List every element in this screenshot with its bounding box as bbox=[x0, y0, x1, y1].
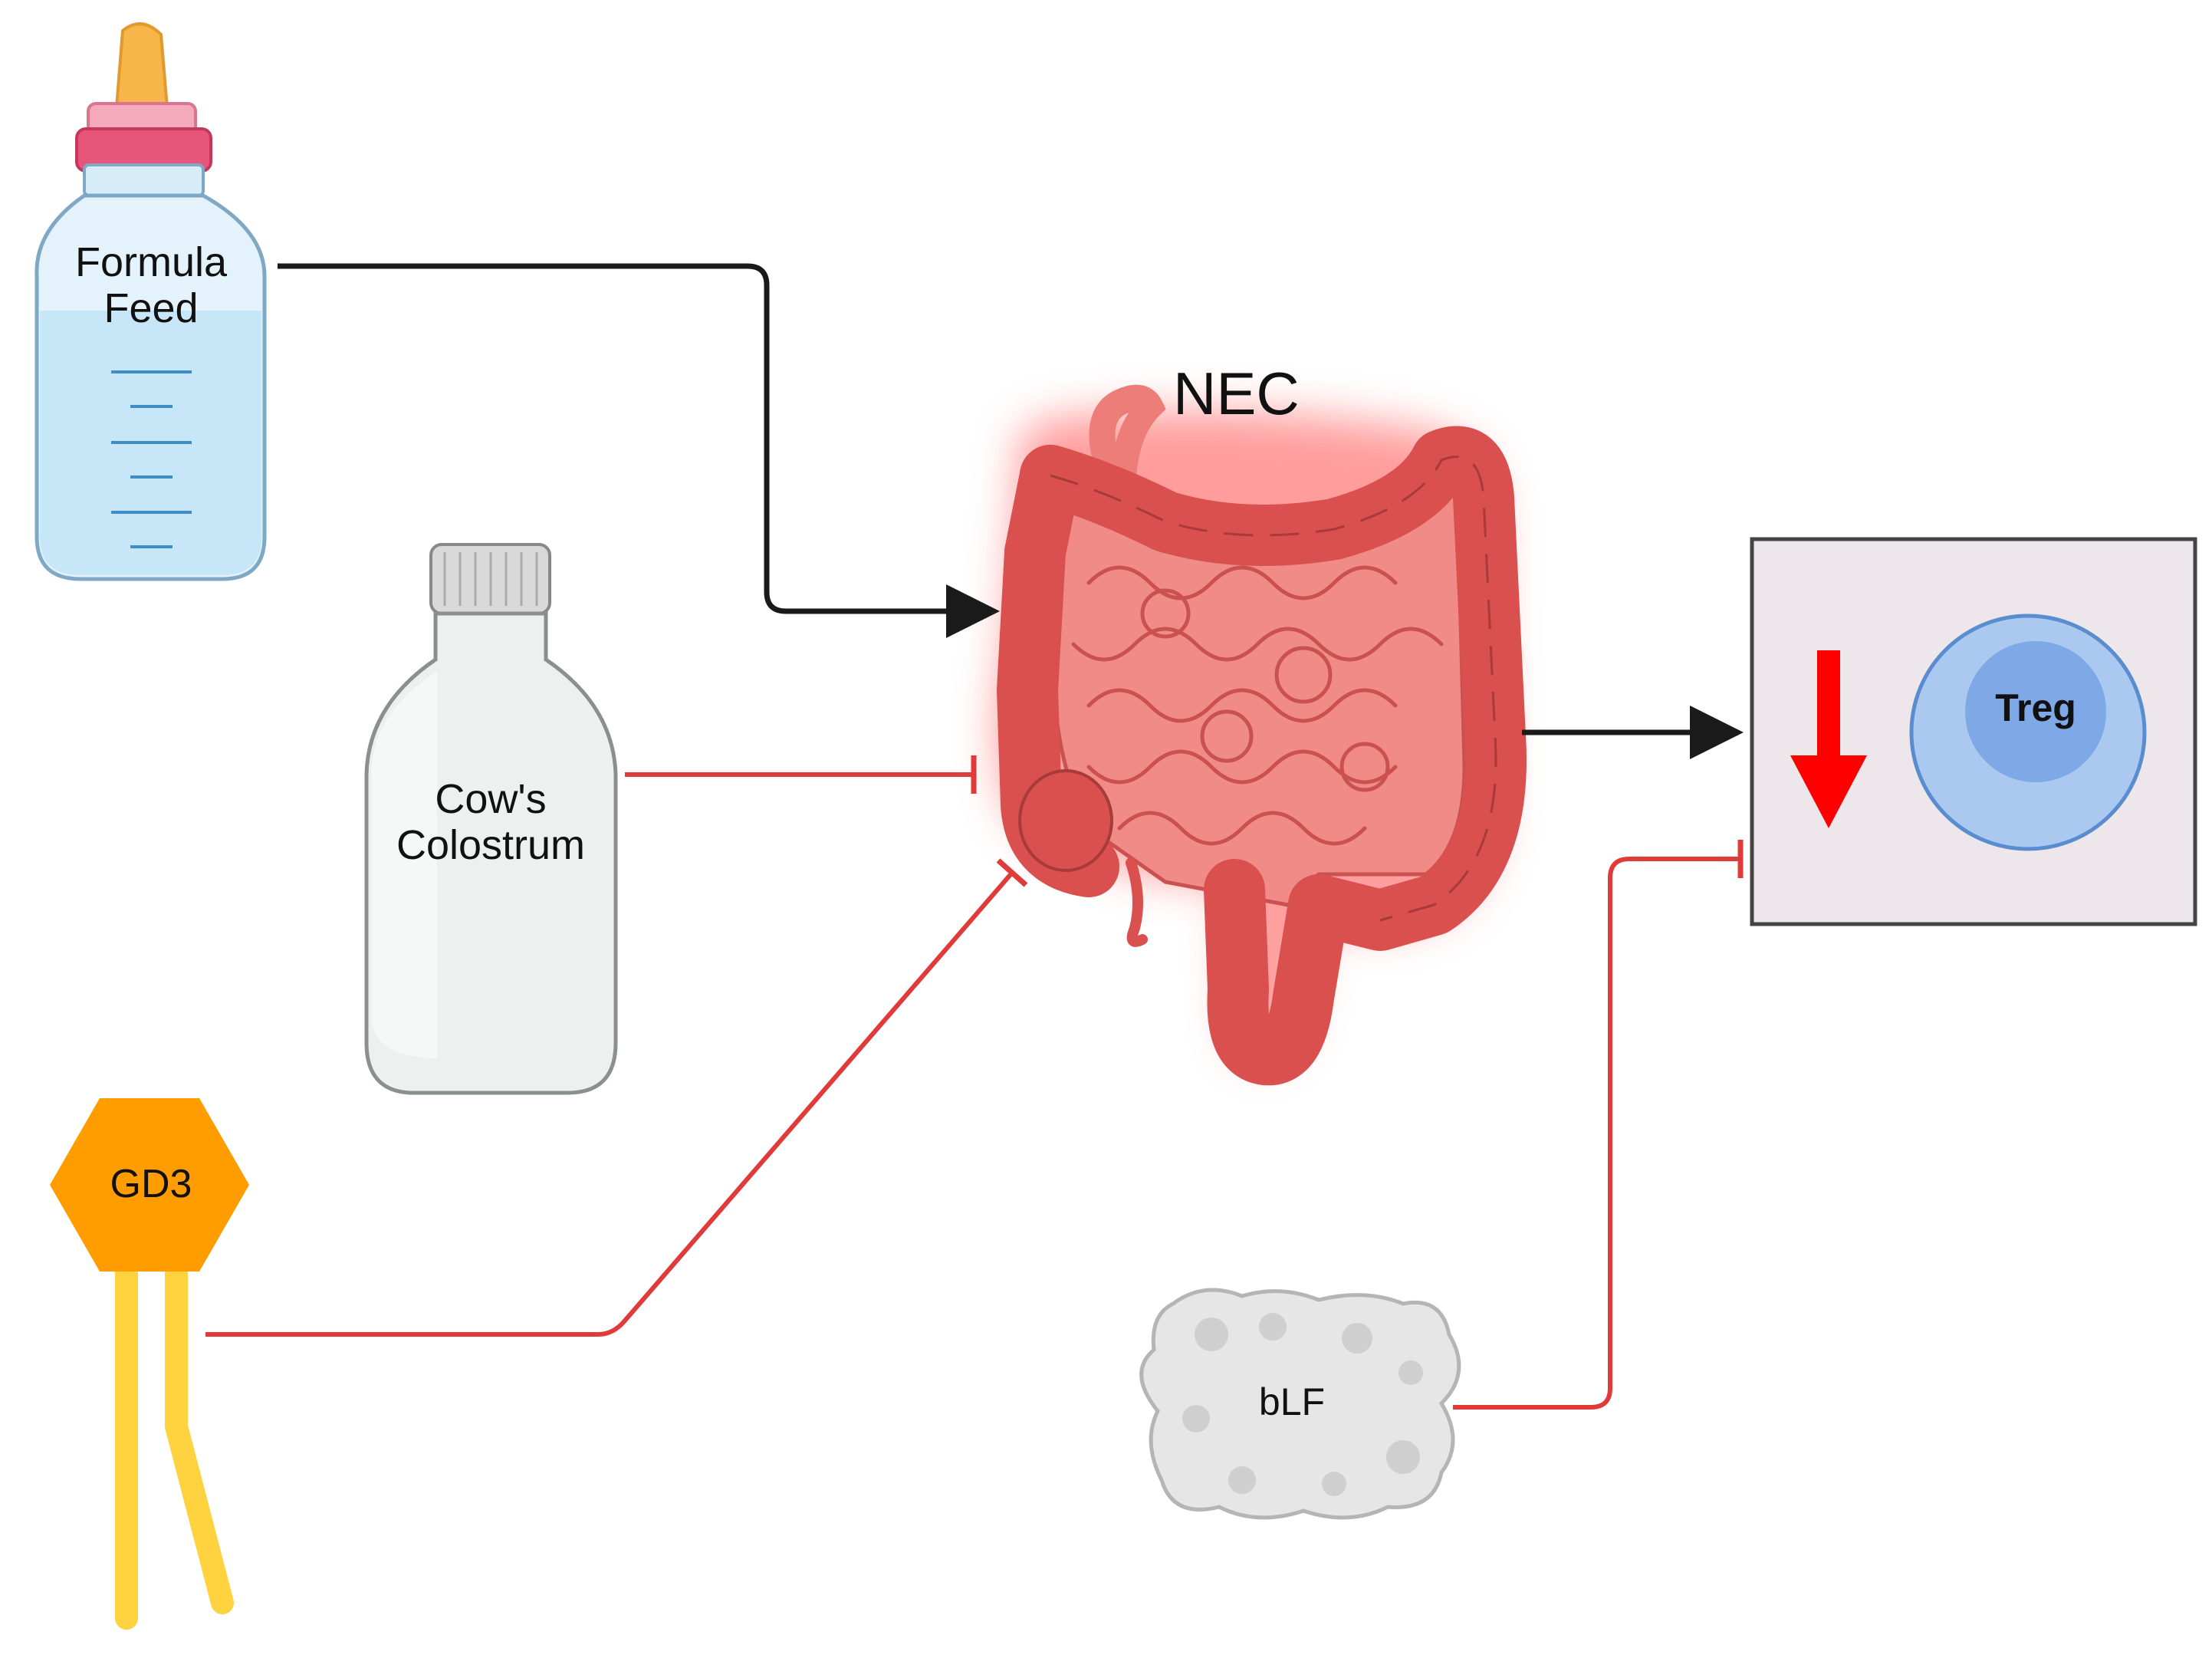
colostrum-bottle-icon bbox=[364, 543, 618, 1095]
colostrum-label-line2: Colostrum bbox=[396, 822, 586, 869]
colostrum-inhibits-nec bbox=[625, 755, 977, 794]
formula-feed-label-line2: Feed bbox=[104, 285, 199, 332]
gd3-molecule-icon bbox=[50, 1098, 249, 1630]
intestine-icon bbox=[996, 384, 1527, 1086]
treg-label: Treg bbox=[1995, 686, 2076, 729]
blf-protein-icon bbox=[1139, 1288, 1461, 1520]
nec-label: NEC bbox=[1173, 360, 1300, 427]
colostrum-label-line1: Cow's bbox=[435, 776, 547, 822]
formula-feed-label: Formula Feed bbox=[28, 239, 274, 332]
down-arrow-icon bbox=[1790, 650, 1867, 828]
treg-panel bbox=[1750, 537, 2197, 926]
gd3-inhibits-nec bbox=[205, 858, 1028, 1337]
formula-feed-label-line1: Formula bbox=[74, 239, 228, 285]
gd3-label: GD3 bbox=[110, 1162, 192, 1206]
blf-label: bLF bbox=[1258, 1380, 1326, 1423]
treg-cell-icon bbox=[1909, 614, 2147, 851]
formula-bottle-icon bbox=[35, 22, 267, 581]
formula-to-nec-arrow bbox=[278, 263, 1000, 638]
blf-inhibits-treg-reduction bbox=[1453, 840, 1744, 1410]
colostrum-label: Cow's Colostrum bbox=[368, 776, 613, 869]
